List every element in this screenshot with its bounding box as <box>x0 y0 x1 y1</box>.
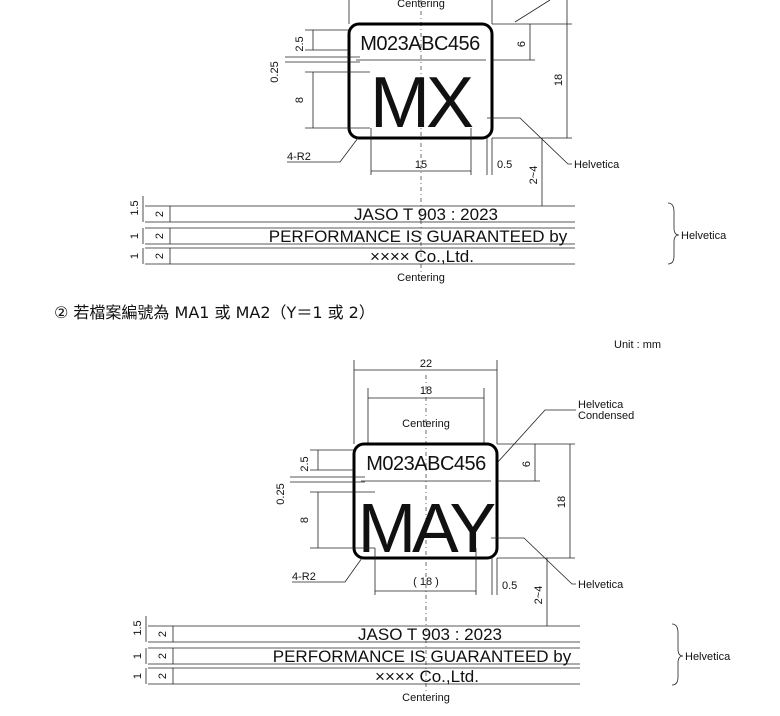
bottom-dim-18-right: 18 <box>556 496 568 508</box>
bottom-dim-1a: 1 <box>132 653 144 659</box>
bottom-dim-0-25: 0.25 <box>275 483 287 504</box>
bottom-dim-2c: 2 <box>157 673 169 679</box>
unit-label: Unit : mm <box>614 339 661 351</box>
bottom-dim-2-4: 2~4 <box>533 586 545 605</box>
bottom-dim-18-top: 18 <box>420 385 432 397</box>
top-dim-6: 6 <box>516 41 528 47</box>
bottom-dim-1-5-left: 1.5 <box>132 620 144 635</box>
bottom-code-text: M023ABC456 <box>366 453 486 475</box>
top-brace <box>667 202 680 265</box>
top-performance-text: PERFORMANCE IS GUARANTEED by <box>269 227 568 246</box>
top-font-helvetica: Helvetica <box>574 159 620 171</box>
top-diagram: Centering M023ABC456 MX 2.5 0.25 8 6 18 … <box>129 0 727 284</box>
bottom-performance-text: PERFORMANCE IS GUARANTEED by <box>273 647 572 666</box>
bottom-centering-top: Centering <box>402 418 450 430</box>
top-dim-1-5-left: 1.5 <box>129 200 141 215</box>
top-jaso-text: JASO T 903 : 2023 <box>354 205 498 224</box>
bottom-dim-2a: 2 <box>157 631 169 637</box>
bottom-font-helvetica-block: Helvetica <box>685 651 731 663</box>
top-dim-8: 8 <box>294 97 306 103</box>
bottom-dim-22: 22 <box>420 358 432 370</box>
top-dim-2-5: 2.5 <box>294 36 306 51</box>
bottom-radius: 4-R2 <box>292 571 316 583</box>
top-code-text: M023ABC456 <box>360 33 480 55</box>
bottom-jaso-text: JASO T 903 : 2023 <box>358 625 502 644</box>
top-dim-0-5: 0.5 <box>497 159 512 171</box>
top-centering-bottom: Centering <box>397 272 445 284</box>
bottom-font-helvetica: Helvetica <box>578 579 624 591</box>
bottom-dim-0-5: 0.5 <box>502 580 517 592</box>
top-mark-text: MX <box>370 63 473 143</box>
bottom-centering-bottom: Centering <box>402 692 450 704</box>
bottom-dim-8: 8 <box>299 517 311 523</box>
bottom-company-text: ×××× Co.,Ltd. <box>375 667 479 686</box>
top-mark-box <box>347 22 494 140</box>
bottom-font-condensed-1: Helvetica <box>578 399 624 411</box>
bottom-dim-18-paren: ( 18 ) <box>413 576 439 588</box>
bottom-brace <box>671 623 684 686</box>
top-dim-0-25: 0.25 <box>269 61 281 82</box>
top-centering-top: Centering <box>397 0 445 10</box>
top-dim-1b: 1 <box>129 253 141 259</box>
top-dim-2b: 2 <box>154 233 166 239</box>
bottom-mark-text: MAY <box>358 489 496 567</box>
top-dim-15: 15 <box>415 159 427 171</box>
top-dim-2c: 2 <box>154 253 166 259</box>
top-dim-18: 18 <box>553 74 565 86</box>
bottom-dim-2-5: 2.5 <box>299 456 311 471</box>
top-company-text: ×××× Co.,Ltd. <box>370 247 474 266</box>
section-heading: ② 若檔案編號為 MA1 或 MA2（Y＝1 或 2） <box>54 303 375 322</box>
top-font-helvetica-block: Helvetica <box>681 230 727 242</box>
bottom-dim-6: 6 <box>521 461 533 467</box>
top-dim-2a: 2 <box>154 211 166 217</box>
top-dim-1a: 1 <box>129 233 141 239</box>
bottom-font-condensed-2: Condensed <box>578 410 634 422</box>
bottom-dim-1b: 1 <box>132 673 144 679</box>
bottom-mark-box <box>352 442 499 560</box>
top-radius: 4-R2 <box>287 151 311 163</box>
top-dim-2-4: 2~4 <box>528 166 540 185</box>
bottom-diagram: Unit : mm 22 18 Centering Helvetica Cond… <box>132 339 731 704</box>
bottom-dim-2b: 2 <box>157 653 169 659</box>
